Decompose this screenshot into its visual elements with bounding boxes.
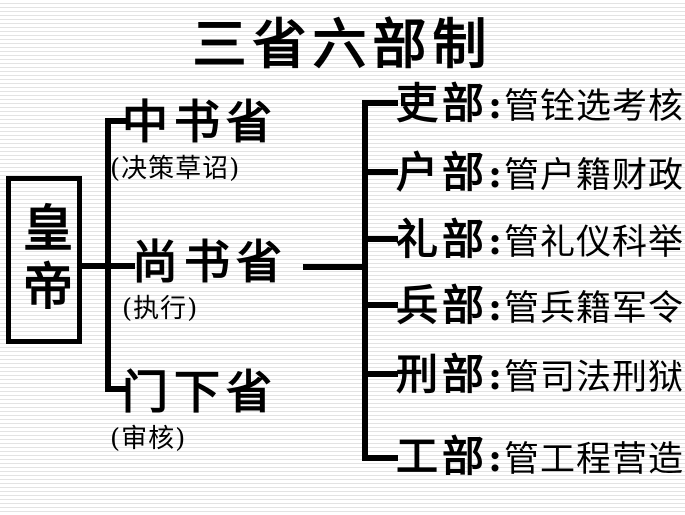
diagram-title: 三省六部制 xyxy=(192,15,493,75)
right-bracket-vertical-line xyxy=(362,100,368,461)
ministry-bing-separator: : xyxy=(488,284,503,329)
ministry-xing-duty: 管司法刑狱 xyxy=(504,358,685,398)
ministry-libu-name: 礼部 xyxy=(396,215,489,264)
ministry-li-duty: 管铨选考核 xyxy=(504,87,685,127)
left-bracket-top-stub xyxy=(105,118,129,124)
emperor-connector-line xyxy=(77,263,135,269)
shangshu-connector-line xyxy=(303,264,365,270)
dept-zhongshu-label: 中书省 xyxy=(122,96,278,148)
right-bracket-stub-2 xyxy=(362,169,398,175)
ministry-hu-separator: : xyxy=(488,151,503,196)
ministry-libu-separator: : xyxy=(488,218,503,263)
dept-zhongshu-note: (决策草诏) xyxy=(110,154,241,184)
right-bracket-stub-3 xyxy=(362,236,398,242)
right-bracket-stub-1 xyxy=(362,100,398,106)
right-bracket-stub-4 xyxy=(362,302,398,308)
ministry-row-hu: 户部:管户籍财政 xyxy=(396,152,684,194)
dept-menxia-label: 门下省 xyxy=(122,366,278,418)
ministry-libu-duty: 管礼仪科举 xyxy=(504,223,685,263)
emperor-box: 皇帝 xyxy=(6,176,82,344)
ministry-row-bing: 兵部:管兵籍军令 xyxy=(396,285,684,327)
dept-menxia-note: (审核) xyxy=(110,424,187,454)
ministry-li-separator: : xyxy=(488,82,503,127)
ministry-row-xing: 刑部:管司法刑狱 xyxy=(396,354,684,396)
ministry-row-li: 吏部:管铨选考核 xyxy=(396,83,684,125)
ministry-gong-duty: 管工程营造 xyxy=(504,440,685,480)
ministry-gong-name: 工部 xyxy=(396,432,489,481)
ministry-bing-duty: 管兵籍军令 xyxy=(504,289,685,329)
emperor-label: 皇帝 xyxy=(16,202,72,318)
right-bracket-stub-6 xyxy=(362,455,398,461)
right-bracket-stub-5 xyxy=(362,371,398,377)
ministry-li-name: 吏部 xyxy=(396,79,489,128)
ministry-row-libu: 礼部:管礼仪科举 xyxy=(396,219,684,261)
ministry-hu-duty: 管户籍财政 xyxy=(504,156,685,196)
ministry-bing-name: 兵部 xyxy=(396,281,489,330)
dept-shangshu-label: 尚书省 xyxy=(132,236,288,288)
ministry-xing-name: 刑部 xyxy=(396,350,489,399)
ministry-row-gong: 工部:管工程营造 xyxy=(396,436,684,478)
ministry-hu-name: 户部 xyxy=(396,148,489,197)
left-bracket-vertical-line xyxy=(105,118,111,392)
left-bracket-bottom-stub xyxy=(105,386,129,392)
ministry-gong-separator: : xyxy=(488,435,503,480)
ministry-xing-separator: : xyxy=(488,353,503,398)
dept-shangshu-note: (执行) xyxy=(122,294,199,324)
